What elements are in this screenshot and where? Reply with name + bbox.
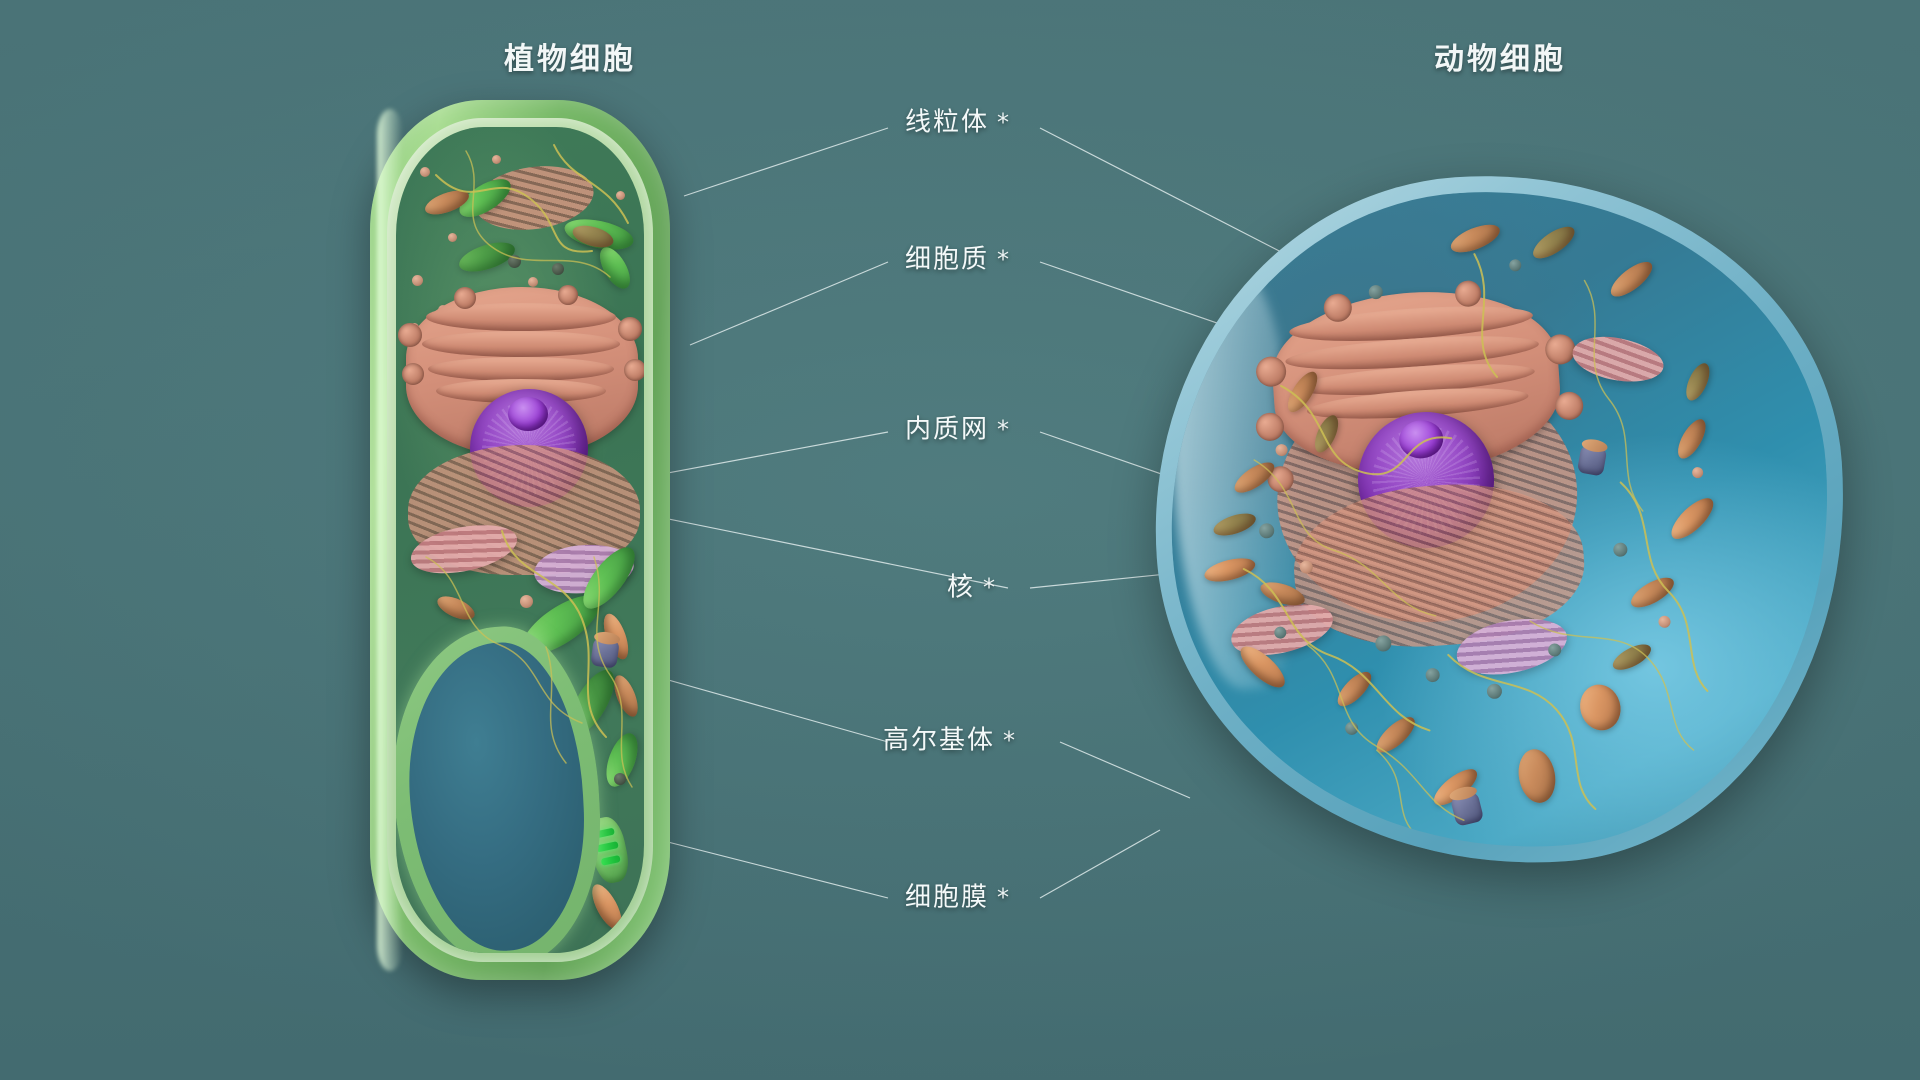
plant-er-tube	[618, 317, 642, 341]
label-cytoplasm-star: *	[997, 245, 1012, 274]
label-golgi-text: 高尔基体	[882, 725, 996, 756]
plant-er-tube	[398, 323, 422, 347]
label-cytoplasm-text: 细胞质	[904, 244, 990, 275]
label-nucleus-star: *	[983, 573, 998, 602]
animal-cytoplasm	[1148, 168, 1852, 872]
plant-er-fold	[428, 357, 614, 381]
label-mitochondria-star: *	[997, 108, 1012, 137]
plant-cell-title: 植物细胞	[504, 42, 636, 77]
plant-ribosome-granule	[528, 277, 538, 287]
plant-nucleolus	[508, 397, 548, 431]
plant-vesicle	[614, 773, 626, 785]
plant-ribosome-granule	[492, 155, 501, 164]
label-membrane-star: *	[997, 883, 1012, 912]
plant-ribosome-granule	[616, 191, 625, 200]
plant-er-fold	[426, 303, 616, 331]
label-er-star: *	[997, 415, 1012, 444]
plant-er-tube	[558, 285, 578, 305]
plant-er-fold	[422, 331, 620, 357]
label-nucleus[interactable]: 核*	[947, 567, 997, 604]
plant-ribosome-granule	[552, 263, 564, 275]
plant-ribosome-granule	[448, 233, 457, 242]
label-golgi-apparatus[interactable]: 高尔基体*	[883, 720, 1017, 757]
label-nucleus-text: 核	[946, 572, 976, 603]
plant-vesicle	[520, 595, 533, 608]
label-cytoplasm[interactable]: 细胞质*	[905, 239, 1011, 276]
animal-cytoskeleton	[1242, 253, 1709, 839]
plant-ribosome-granule	[420, 167, 430, 177]
animal-cell-illustration	[1131, 151, 1869, 889]
label-membrane-text: 细胞膜	[904, 882, 990, 913]
label-mitochondria-text: 线粒体	[904, 107, 990, 138]
plant-cytoplasm	[396, 127, 644, 953]
plant-ribosome-granule	[412, 275, 423, 286]
label-cell-membrane[interactable]: 细胞膜*	[905, 877, 1011, 914]
animal-cell-title: 动物细胞	[1434, 42, 1566, 77]
label-golgi-star: *	[1003, 726, 1018, 755]
plant-er-tube	[454, 287, 476, 309]
plant-er-tube	[402, 363, 424, 385]
label-mitochondria[interactable]: 线粒体*	[905, 102, 1011, 139]
label-endoplasmic-reticulum[interactable]: 内质网*	[905, 409, 1011, 446]
label-er-text: 内质网	[904, 414, 990, 445]
plant-er-tube	[624, 359, 644, 381]
plant-cytoskeleton	[425, 144, 633, 788]
plant-cell-illustration	[370, 100, 670, 980]
